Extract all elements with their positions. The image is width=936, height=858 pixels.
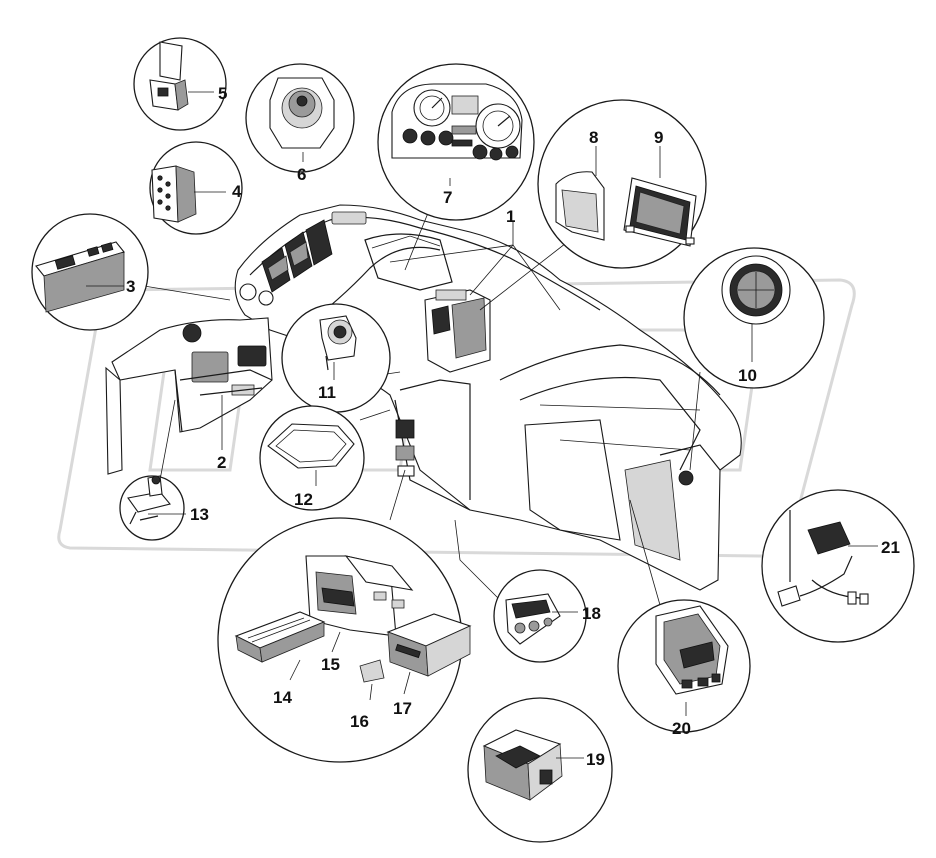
part-14-17-bubble [217,517,472,763]
left-vent-cluster [261,219,333,293]
callout-14: 14 [273,688,292,707]
callout-2: 2 [217,453,226,472]
part-11-bubble [281,303,391,413]
gasket-part [267,423,355,469]
cup-holder-flip-part [149,41,189,111]
ecu-module-part [655,605,729,695]
callout-18: 18 [582,604,601,623]
callout-4: 4 [232,182,242,201]
callout-8: 8 [589,128,598,147]
callout-5: 5 [218,84,227,103]
callout-10: 10 [738,366,757,385]
part-3-bubble [31,213,149,331]
display-screen-part [623,177,697,247]
label-card-part [359,659,385,683]
leader-lines [143,207,701,606]
callout-13: 13 [190,505,209,524]
callout-12: 12 [294,490,313,509]
part-20-bubble [617,599,751,733]
callout-19: 19 [586,750,605,769]
part-8-9-bubble [537,99,707,269]
control-unit-part [505,593,561,645]
callout-9: 9 [654,128,663,147]
part-6-bubble [245,63,355,173]
sensor-harness-part [777,510,869,607]
electronic-box-part [482,729,563,801]
callout-7: 7 [443,188,452,207]
callout-3: 3 [126,277,135,296]
mount-bracket-part [127,475,171,525]
callout-6: 6 [297,165,306,184]
switch-block-part [151,165,197,223]
part-4-bubble [149,141,243,235]
callout-11: 11 [318,383,336,402]
amplifier-part [234,611,326,663]
part-18-bubble [493,569,587,663]
part-10-bubble [683,247,825,389]
part-19-bubble [467,697,613,843]
part-21-bubble [761,489,915,643]
left-lower-module [105,317,273,475]
display-bezel-part [555,171,605,241]
callout-1: 1 [506,207,515,226]
switch-panel-part [35,241,125,313]
dashboard-assembly [105,204,742,591]
callout-17: 17 [393,699,412,718]
cd-player-part [386,613,472,677]
part-5-bubble [133,37,227,131]
callout-16: 16 [350,712,369,731]
callout-15: 15 [321,655,340,674]
part-7-bubble [377,63,535,221]
round-knob-part [269,77,335,149]
part-12-bubble [259,405,365,511]
callout-21: 21 [881,538,900,557]
part-13-bubble [119,475,186,541]
callout-20: 20 [672,719,691,738]
speaker-part [319,315,357,371]
instrument-cluster-part [391,83,523,161]
callout-labels: 1 2 3 4 5 6 7 8 9 10 11 12 13 14 15 16 1… [126,84,900,769]
center-stack [394,289,491,511]
round-vent-part [721,255,791,325]
